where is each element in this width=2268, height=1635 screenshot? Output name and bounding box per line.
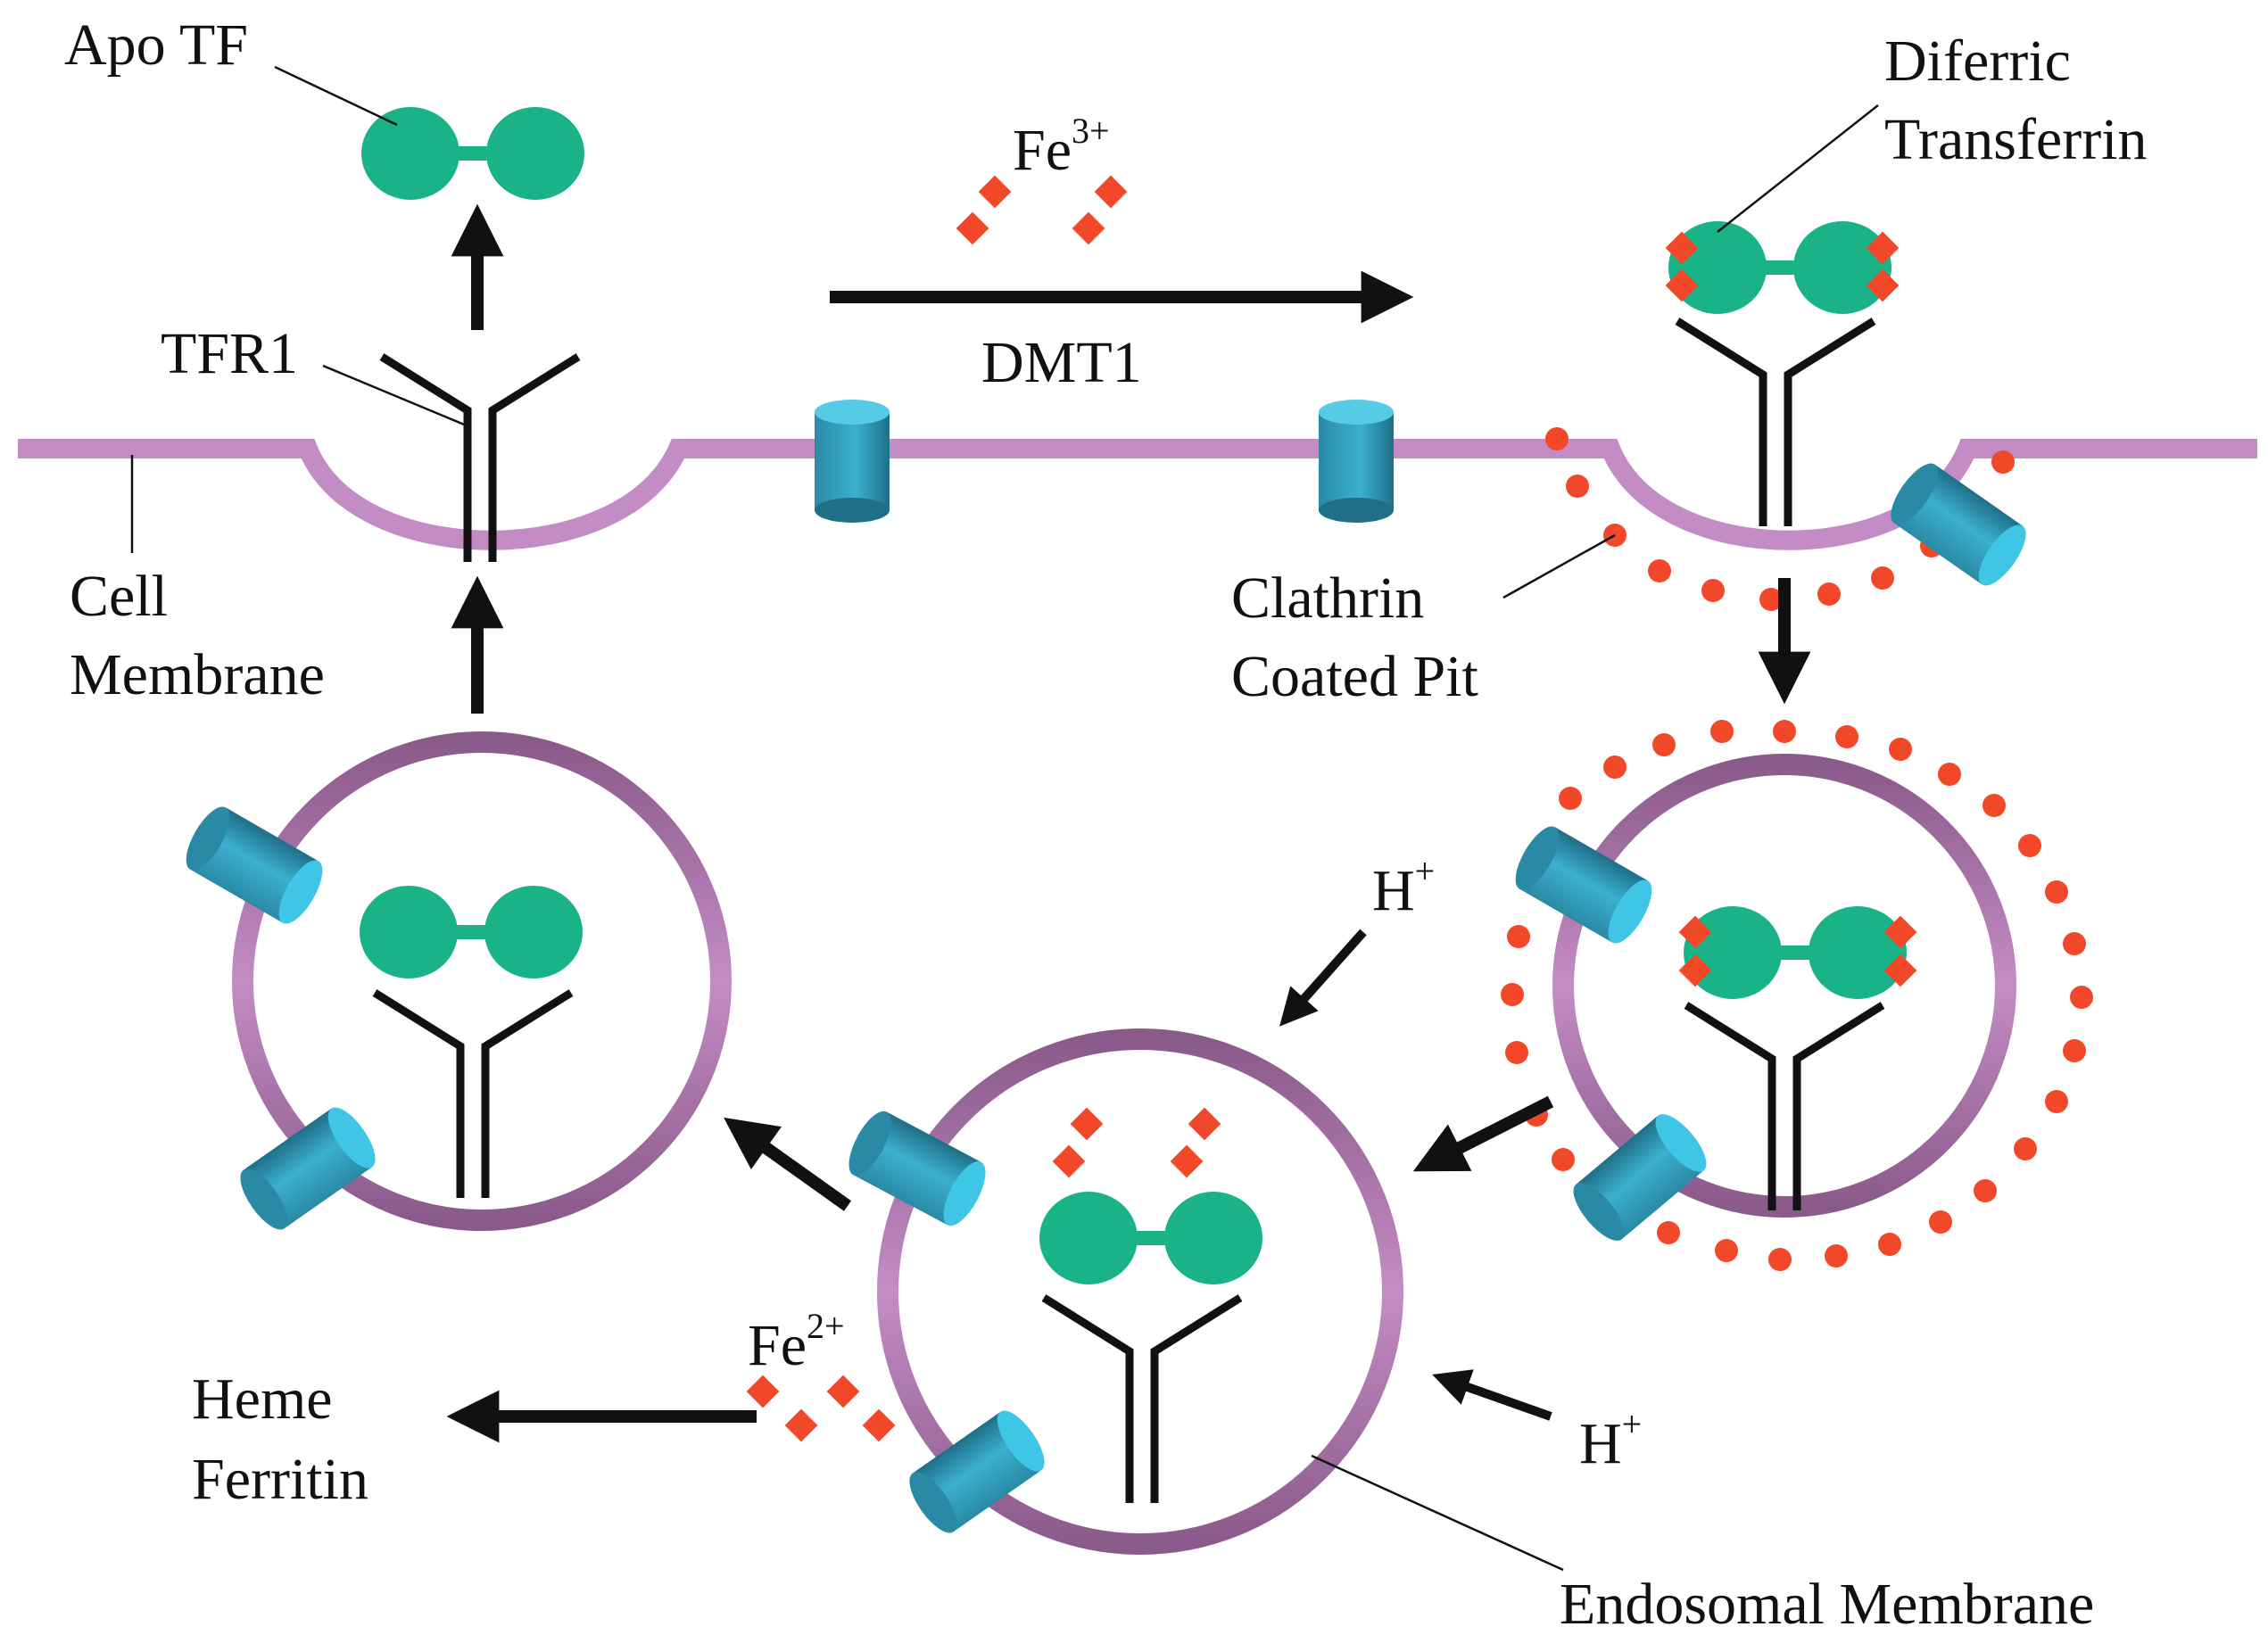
coated-endosome <box>1552 754 2016 1218</box>
acidified-endosome <box>877 1028 1403 1555</box>
diferric-transferrin <box>1668 221 1891 314</box>
label-clathrin-line2: Coated Pit <box>1231 644 1478 709</box>
coated-endosome-channel-bottom <box>1565 1106 1715 1249</box>
label-apo-tf: Apo TF <box>64 12 248 78</box>
apo-transferrin <box>361 107 584 200</box>
label-cell-membrane-line2: Membrane <box>70 642 325 707</box>
leader-lines <box>130 65 1879 1572</box>
coated-endosome-receptor <box>1686 1005 1883 1210</box>
label-h-plus-top: H+ <box>1372 851 1435 923</box>
dmt1-channel-left <box>815 400 890 523</box>
label-heme-line1: Heme <box>192 1367 333 1432</box>
dmt1-channel-right <box>1319 400 1394 523</box>
cell-membrane <box>18 439 2257 550</box>
label-tfr1: TFR1 <box>161 321 298 386</box>
coated-endosome-transferrin <box>1684 906 1907 999</box>
label-endosomal-membrane: Endosomal Membrane <box>1560 1572 2094 1635</box>
acidified-endosome-transferrin <box>1039 1192 1262 1284</box>
arrow-to-acidified <box>1412 1095 1554 1172</box>
arrow-to-recycling <box>724 1117 852 1211</box>
label-diferric-line2: Transferrin <box>1884 107 2148 172</box>
tfr1-receptor-pit <box>1677 321 1874 526</box>
label-heme-line2: Ferritin <box>192 1447 368 1512</box>
recycling-endosome-channel-bottom <box>231 1100 385 1237</box>
acidified-endosome-channel-top <box>840 1105 994 1232</box>
label-diferric-line1: Diferric <box>1884 29 2071 94</box>
label-clathrin-line1: Clathrin <box>1231 566 1424 631</box>
coated-endosome-clathrin <box>1501 720 2093 1271</box>
recycling-endosome <box>232 731 732 1231</box>
recycling-endosome-receptor <box>375 993 571 1198</box>
acidified-endosome-receptor <box>1044 1298 1240 1503</box>
arrow-h-top <box>1279 929 1367 1027</box>
recycling-endosome-transferrin <box>360 886 583 979</box>
fe3-ions <box>956 175 1128 245</box>
released-iron <box>1052 1107 1221 1178</box>
label-fe2: Fe2+ <box>748 1306 845 1378</box>
fe2-ions <box>746 1375 896 1442</box>
coated-endosome-channel-top <box>1507 820 1660 950</box>
arrow-h-bottom <box>1432 1369 1552 1421</box>
label-h-plus-bottom: H+ <box>1579 1404 1642 1476</box>
label-cell-membrane-line1: Cell <box>70 564 168 629</box>
label-fe3: Fe3+ <box>1013 111 1110 183</box>
clathrin-coat <box>1545 427 2015 611</box>
label-dmt1: DMT1 <box>981 330 1142 395</box>
